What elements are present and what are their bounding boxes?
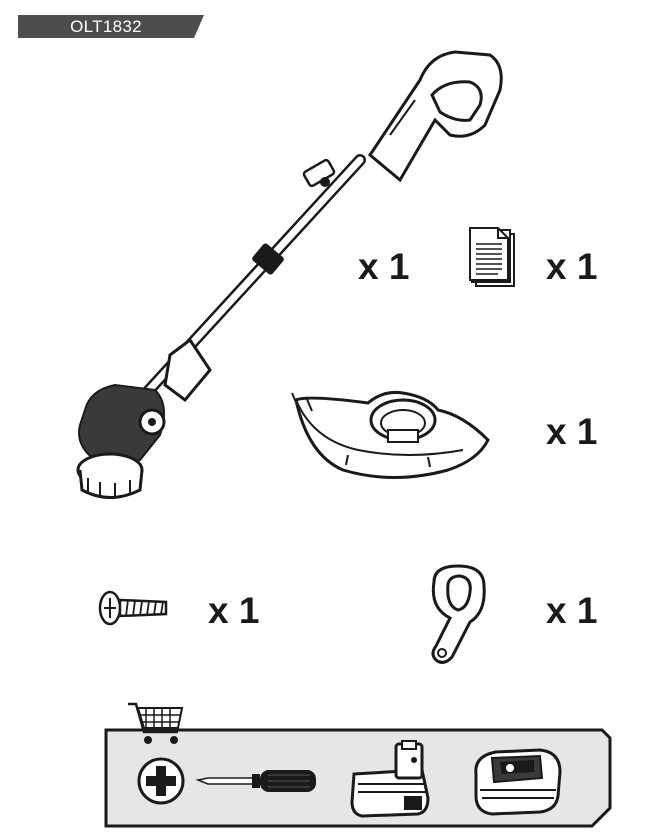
screw-icon [98,590,168,626]
model-tab-shape [18,15,204,38]
model-tab: OLT1832 [18,15,204,38]
screw-quantity: x 1 [208,590,260,631]
guard-quantity: x 1 [546,411,598,452]
shopping-cart-icon [128,702,184,744]
guard-illustration [291,391,490,479]
handle-quantity: x 1 [546,590,598,631]
charger-icon [474,748,562,816]
trimmer-quantity: x 1 [358,246,410,287]
phillips-screw-icon [137,757,185,805]
manual-quantity: x 1 [546,246,598,287]
operator-manual-icon [469,227,515,287]
model-number: OLT1832 [70,17,142,36]
screwdriver-icon [195,770,316,792]
edging-wheel-handle-icon [431,564,486,664]
trimmer-illustration [76,50,503,499]
battery-icon [350,740,430,818]
